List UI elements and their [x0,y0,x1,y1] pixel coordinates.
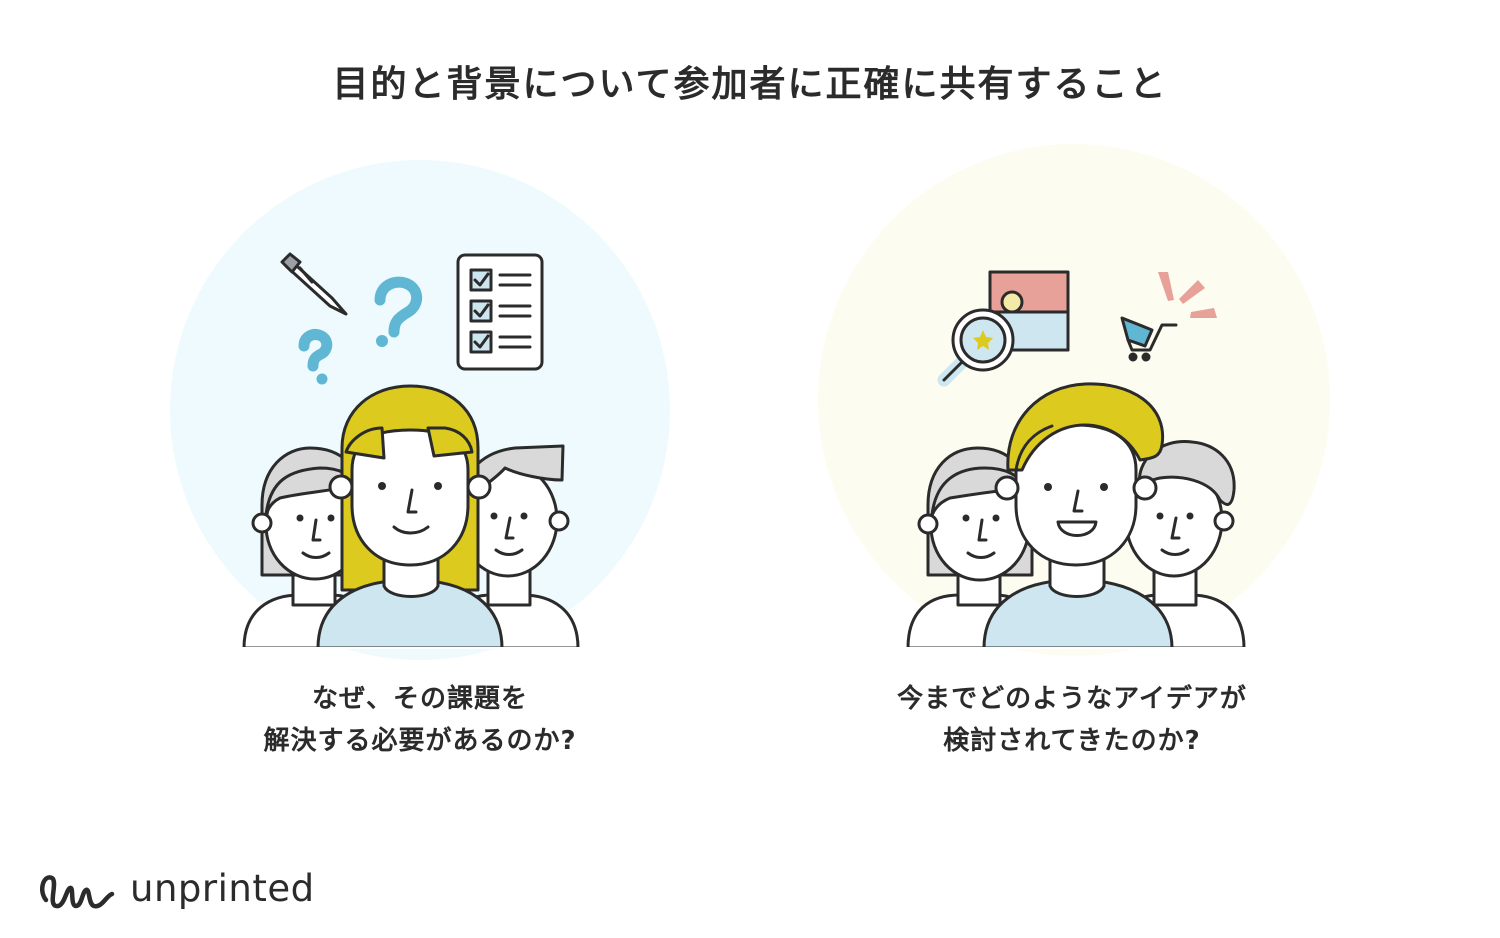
person-center-man [982,382,1174,648]
page-title: 目的と背景について参加者に正確に共有すること [332,64,1168,105]
brand-mark-icon [40,875,115,909]
star-icon [973,330,993,350]
brand-logo: unprinted [36,860,315,916]
shopping-cart-icon [1120,316,1178,362]
left-illustration [170,160,670,660]
question-mark-icon [298,276,423,372]
right-caption-line2: 検討されてきたのか? [943,726,1201,756]
checklist-icon [456,253,544,371]
brand-name: unprinted [130,866,315,910]
pen-icon [280,252,348,316]
left-caption: なぜ、その課題を 解決する必要があるのか? [120,678,720,762]
left-caption-line2: 解決する必要があるのか? [263,726,577,756]
person-center-woman [316,384,504,648]
right-caption: 今までどのようなアイデアが 検討されてきたのか? [772,678,1372,762]
sparkle-icon [1158,272,1217,318]
left-caption-line1: なぜ、その課題を [311,684,528,714]
question-dot [316,373,328,385]
right-caption-line1: 今までどのようなアイデアが [897,684,1247,714]
question-dot [376,335,388,347]
right-illustration [818,144,1330,656]
